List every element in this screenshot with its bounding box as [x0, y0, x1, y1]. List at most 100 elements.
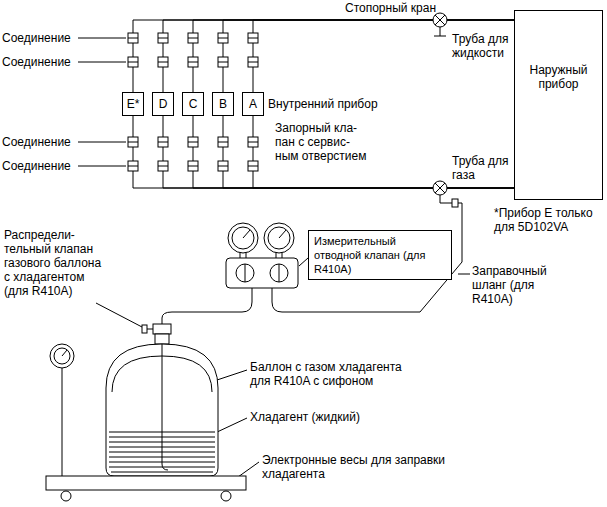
- joint-label: Соединение: [2, 135, 71, 149]
- flare-joint: [188, 161, 198, 171]
- charging-hose: [272, 203, 462, 312]
- indoor-unit: A: [242, 92, 264, 116]
- flare-joint: [218, 33, 228, 43]
- flare-joint: [158, 137, 168, 147]
- flare-joint: [248, 33, 258, 43]
- indoor-unit: B: [212, 92, 234, 116]
- note: *Прибор E только для 5D102VA: [494, 206, 600, 234]
- flare-joint: [158, 161, 168, 171]
- refrigerant-cylinder: [155, 334, 169, 344]
- stop-valve: [433, 13, 447, 27]
- flare-joint: [128, 161, 138, 171]
- leader-lines: [78, 38, 470, 477]
- electronic-scale: [46, 344, 246, 501]
- leader-line: [78, 166, 126, 167]
- manifold-gauge: [228, 223, 258, 253]
- outdoor-unit: Наружный прибор: [514, 10, 603, 200]
- refrigerant-cylinder: [147, 329, 153, 330]
- flare-joint: [218, 62, 228, 63]
- valve-stems: [440, 195, 441, 203]
- leader-line: [238, 462, 259, 477]
- valve-stems: [434, 36, 446, 37]
- electronic-scale: [50, 344, 74, 368]
- manifold-gauge: [232, 227, 254, 249]
- flare-joint: [218, 137, 228, 147]
- flare-joint: [248, 166, 258, 167]
- charging-hose: [162, 294, 252, 324]
- leader-line: [96, 303, 142, 327]
- refrigerant-pipe: [133, 20, 514, 92]
- leader-line: [78, 142, 126, 143]
- flare-joint: [128, 161, 138, 171]
- flare-joint: [128, 33, 138, 43]
- flare-joint: [188, 57, 198, 67]
- refrigerant-pipe: [133, 116, 514, 188]
- flare-joint: [128, 142, 138, 143]
- refrigerant-cylinder: [142, 325, 147, 333]
- valve-stems: [440, 27, 441, 36]
- flare-joint: [248, 57, 258, 67]
- gauge-manifold-box: Измерительный отводной клапан (для R410A…: [308, 230, 452, 280]
- scale-label: Электронные весы для заправки хладагента: [262, 453, 457, 481]
- flare-joint: [128, 57, 138, 67]
- flare-joint: [218, 161, 228, 171]
- flare-joint: [158, 33, 168, 43]
- manifold-gauge: [236, 264, 254, 282]
- leader-line: [78, 62, 126, 63]
- refrigerant-pipe: [163, 116, 514, 188]
- electronic-scale: [54, 348, 70, 364]
- refrigerant-cylinder: [106, 324, 218, 476]
- flare-joint: [188, 33, 198, 43]
- flare-joint: [248, 137, 258, 147]
- flare-joint: [248, 161, 258, 171]
- flare-joint: [218, 161, 228, 171]
- node-text: A: [249, 97, 257, 111]
- flare-joint: [128, 62, 138, 63]
- joint-label: Соединение: [2, 159, 71, 173]
- flare-joint: [158, 166, 168, 167]
- flare-joint: [218, 137, 228, 147]
- leader-line: [458, 274, 470, 275]
- valve-label: Запорный кла- пан с сервис- ным отверсти…: [275, 121, 369, 163]
- pipe-label: Труба для жидкости: [452, 32, 512, 60]
- siphon-tube: [162, 344, 168, 470]
- flare-joint: [188, 166, 198, 167]
- flare-joint: [158, 38, 168, 39]
- flare-joint: [158, 62, 168, 63]
- flare-joint: [248, 161, 258, 171]
- flare-joint: [248, 33, 258, 43]
- flare-joint: [188, 137, 198, 147]
- flare-joint: [248, 57, 258, 67]
- electronic-scale: [61, 491, 71, 501]
- flare-joint: [158, 57, 168, 67]
- leader-line: [217, 370, 247, 380]
- node-text: Измерительный отводной клапан (для R410A…: [314, 234, 446, 276]
- stop-valve: [435, 15, 445, 25]
- node-text: D: [159, 97, 168, 111]
- manifold-gauge: [252, 288, 253, 294]
- flare-joint: [218, 33, 228, 43]
- node-text: B: [219, 97, 227, 111]
- manifold-gauge: [243, 230, 250, 238]
- refrigerant-cylinder: [153, 324, 171, 334]
- manifold-gauge: [279, 264, 280, 282]
- manifold-gauge: [268, 227, 290, 249]
- refrigerant-pipe: [193, 116, 514, 188]
- flare-joints: [128, 33, 258, 171]
- manifold-gauge: [245, 264, 246, 282]
- flare-joint: [248, 62, 258, 63]
- flare-joint: [128, 166, 138, 167]
- service-valve: [435, 183, 445, 193]
- valve-stems: [440, 203, 452, 204]
- electronic-scale: [46, 476, 246, 490]
- indoor-unit: E*: [122, 92, 144, 116]
- electronic-scale: [62, 368, 63, 476]
- manifold-gauge: [226, 223, 298, 294]
- flare-joint: [248, 38, 258, 39]
- valve-stems: [452, 199, 458, 207]
- electronic-scale: [221, 491, 231, 501]
- refrigerant-pipe: [193, 20, 514, 92]
- flare-joint: [248, 137, 258, 147]
- stop-valve: [435, 15, 445, 25]
- flare-joint: [218, 142, 228, 143]
